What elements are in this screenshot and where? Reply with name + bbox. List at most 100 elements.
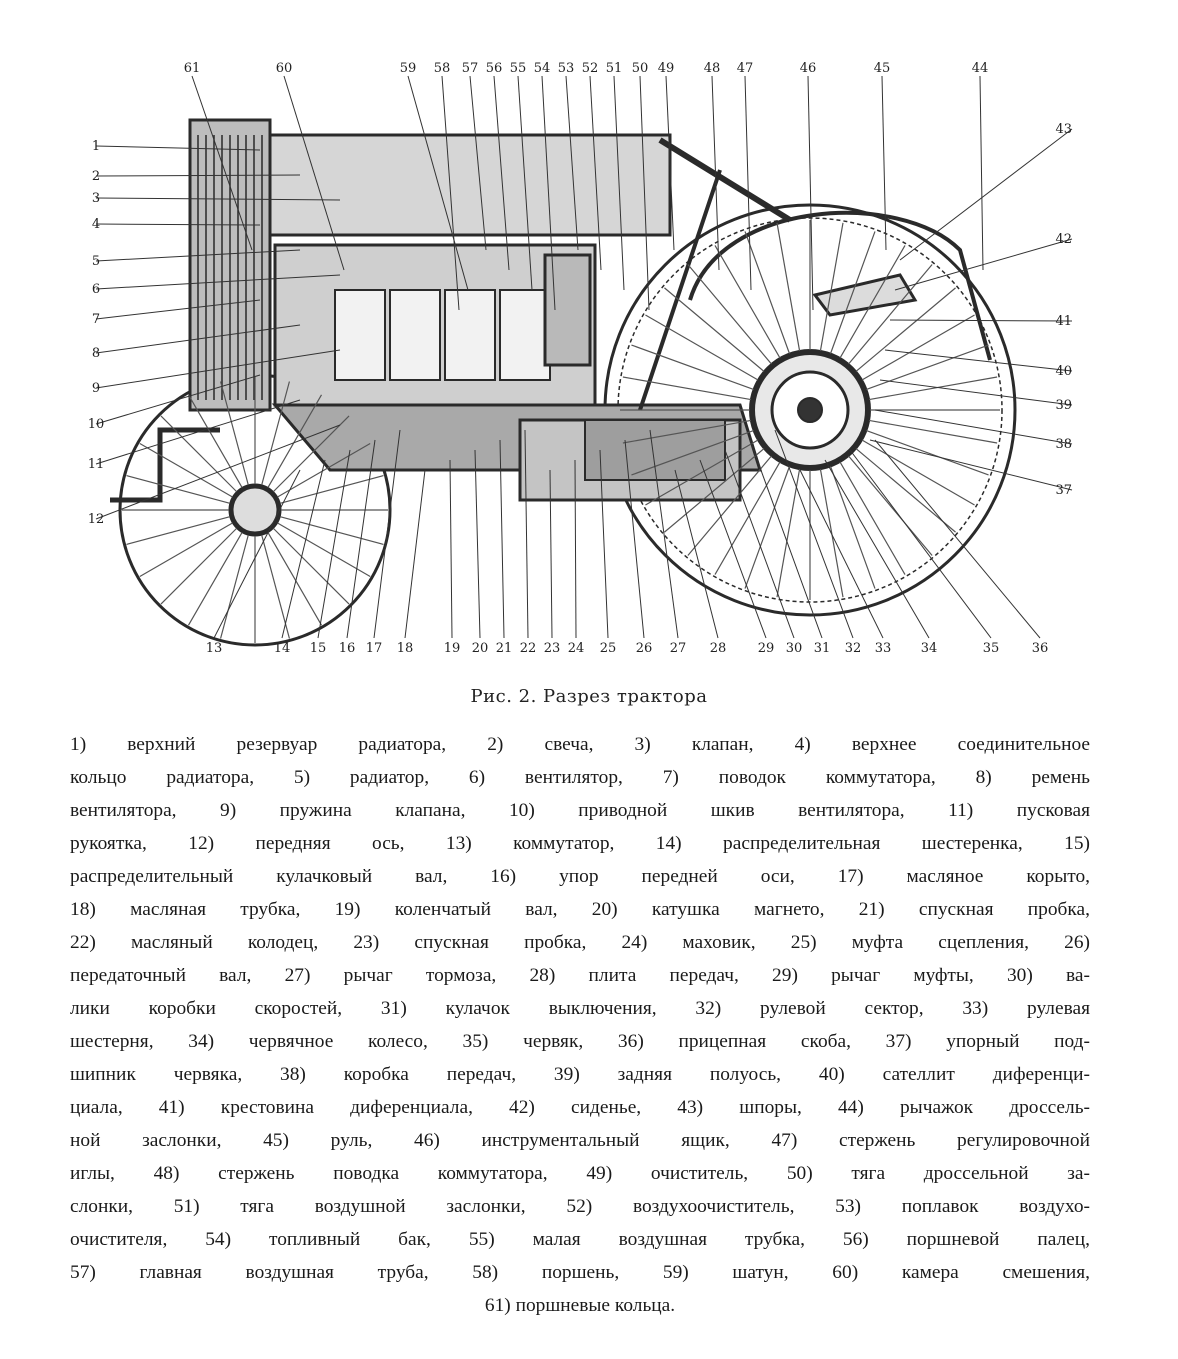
leader-line — [449, 459, 453, 639]
callout-number: 19 — [444, 641, 461, 656]
leader-line — [799, 469, 884, 639]
callout-number: 4 — [92, 217, 100, 232]
leader-line — [95, 349, 341, 389]
spoke — [855, 448, 956, 533]
leader-line — [639, 75, 650, 311]
spoke — [664, 448, 765, 533]
legend-line: шестерня, 34) червячное колесо, 35) черв… — [70, 1031, 1090, 1052]
leader-line — [807, 75, 814, 311]
spoke — [868, 419, 998, 444]
leader-line — [665, 75, 675, 251]
leader-line — [884, 349, 1073, 372]
spoke — [622, 419, 752, 444]
callout-number: 41 — [1055, 314, 1072, 329]
callout-number: 12 — [88, 512, 105, 527]
callout-number: 49 — [658, 61, 675, 76]
spoke — [714, 461, 781, 575]
spoke — [687, 455, 772, 556]
spoke — [126, 516, 231, 546]
legend-line: кольцо радиатора, 5) радиатор, 6) вентил… — [70, 767, 1090, 788]
callout-number: 61 — [184, 61, 201, 76]
leader-line — [881, 75, 887, 251]
leader-line — [95, 324, 301, 354]
leader-line — [474, 449, 481, 639]
callout-number: 14 — [274, 641, 291, 656]
callout-number: 8 — [92, 346, 100, 361]
leader-line — [649, 429, 679, 639]
callout-number: 54 — [534, 61, 551, 76]
spoke — [219, 381, 249, 486]
legend-line: шипник червяка, 38) коробка передач, 39)… — [70, 1064, 1090, 1085]
spoke — [861, 314, 975, 381]
spoke — [829, 466, 876, 589]
callout-leader-lines — [95, 75, 1073, 639]
callout-number: 24 — [568, 641, 585, 656]
callout-number: 48 — [704, 61, 721, 76]
leader-line — [95, 223, 261, 226]
callout-number: 51 — [606, 61, 623, 76]
leader-line — [493, 75, 510, 271]
spoke — [631, 344, 754, 391]
callout-number: 18 — [397, 641, 414, 656]
callout-number: 34 — [921, 641, 938, 656]
spoke — [829, 231, 876, 354]
legend-line: очистителя, 54) топливный бак, 55) малая… — [70, 1229, 1090, 1250]
callout-number: 39 — [1055, 398, 1072, 413]
callout-number: 35 — [983, 641, 1000, 656]
seat — [812, 273, 918, 317]
spoke — [714, 245, 781, 359]
spoke — [664, 287, 765, 372]
callout-number: 2 — [92, 169, 100, 184]
spoke — [868, 376, 998, 401]
leader-line — [774, 429, 854, 639]
callout-number: 1 — [92, 139, 100, 154]
leader-line — [894, 238, 1073, 291]
callout-number: 28 — [710, 641, 727, 656]
callout-number: 38 — [1055, 437, 1072, 452]
leader-line — [213, 469, 301, 639]
callout-number: 60 — [276, 61, 293, 76]
callout-number: 9 — [92, 381, 100, 396]
spoke — [776, 468, 801, 598]
callout-number: 32 — [845, 641, 862, 656]
legend-line: 1) верхний резервуар радиатора, 2) свеча… — [70, 734, 1090, 755]
leader-line — [95, 145, 261, 151]
callout-number: 58 — [434, 61, 451, 76]
spoke — [272, 415, 350, 493]
callout-number: 30 — [786, 641, 803, 656]
spoke — [261, 534, 291, 639]
legend-line: 22) масляный колодец, 23) спускная пробк… — [70, 932, 1090, 953]
legend-line: лики коробки скоростей, 31) кулачок выкл… — [70, 998, 1090, 1019]
leader-line — [599, 449, 609, 639]
spoke — [160, 527, 238, 605]
callout-number: 16 — [339, 641, 356, 656]
legend-line: ной заслонки, 45) руль, 46) инструментал… — [70, 1130, 1090, 1151]
spoke — [277, 522, 371, 578]
leader-line — [95, 424, 341, 520]
legend-line: иглы, 48) стержень поводка коммутатора, … — [70, 1163, 1090, 1184]
leader-line — [95, 174, 301, 177]
steering-column — [638, 169, 722, 411]
callout-number: 50 — [632, 61, 649, 76]
callout-number: 31 — [814, 641, 831, 656]
leader-line — [849, 449, 992, 639]
starting-crank — [110, 427, 220, 503]
leader-line — [744, 75, 752, 291]
callout-number: 47 — [737, 61, 754, 76]
spoke — [866, 429, 989, 476]
spoke — [279, 516, 384, 546]
callout-number: 59 — [400, 61, 417, 76]
leader-line — [749, 439, 823, 639]
spoke — [272, 527, 350, 605]
spoke — [160, 415, 238, 493]
spoke — [645, 439, 759, 506]
leader-line — [95, 299, 261, 320]
callout-number: 40 — [1055, 364, 1072, 379]
callout-number: 15 — [310, 641, 327, 656]
callout-number: 13 — [206, 641, 223, 656]
leader-line — [281, 459, 326, 639]
spoke — [855, 287, 956, 372]
spoke — [267, 532, 323, 626]
callout-number: 33 — [875, 641, 892, 656]
leader-line — [869, 439, 1073, 491]
